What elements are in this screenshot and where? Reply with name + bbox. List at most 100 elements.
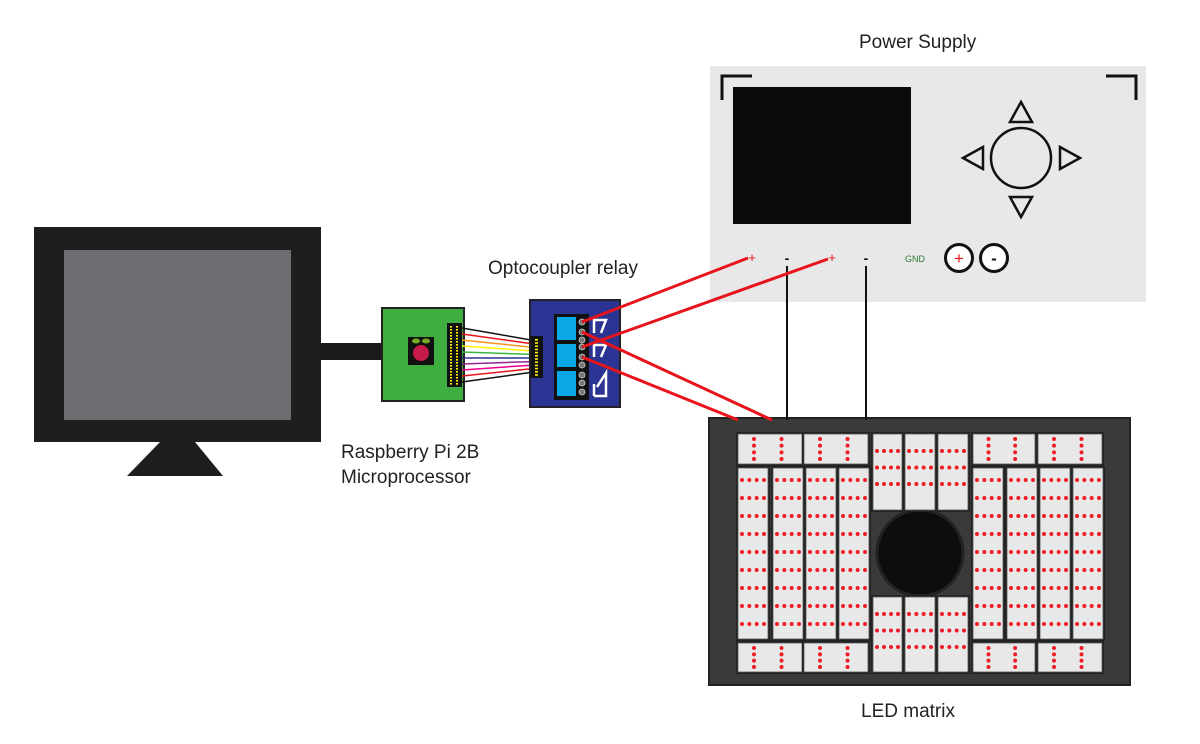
- led: [982, 532, 987, 536]
- led: [954, 612, 959, 616]
- left-arrow-icon[interactable]: [960, 144, 985, 172]
- relay-pin: [535, 342, 538, 344]
- led: [752, 437, 756, 441]
- led: [789, 514, 794, 518]
- led: [818, 437, 822, 441]
- led: [1079, 652, 1084, 657]
- ribbon-cable: [461, 327, 532, 383]
- led: [845, 457, 850, 461]
- gpio-pin: [456, 332, 458, 334]
- minus-button[interactable]: [979, 243, 1009, 273]
- led: [1009, 514, 1013, 518]
- led: [1031, 496, 1035, 500]
- led: [954, 645, 959, 649]
- led: [863, 568, 867, 572]
- led: [929, 482, 933, 486]
- led: [841, 604, 845, 608]
- led: [997, 586, 1001, 590]
- right-arrow-icon[interactable]: [1058, 144, 1083, 172]
- led: [875, 465, 879, 470]
- led: [986, 665, 991, 669]
- led: [1049, 532, 1054, 536]
- led: [1031, 568, 1035, 572]
- ribbon-wire: [461, 360, 532, 365]
- power-supply: + - GND + - + -: [710, 66, 1146, 302]
- led: [989, 532, 994, 536]
- center-button[interactable]: [989, 126, 1053, 190]
- led: [1049, 514, 1054, 518]
- led: [818, 658, 822, 663]
- gpio-pin: [456, 350, 458, 352]
- led: [975, 532, 979, 536]
- led: [1082, 514, 1087, 518]
- up-arrow-icon[interactable]: [1007, 99, 1035, 124]
- led: [808, 496, 812, 500]
- led-panel: [971, 432, 1037, 466]
- led: [747, 604, 752, 608]
- led: [1049, 568, 1054, 572]
- led: [907, 628, 911, 633]
- led: [1075, 568, 1079, 572]
- gpio-pin: [456, 380, 458, 382]
- led: [841, 478, 845, 482]
- led: [779, 665, 784, 669]
- led: [775, 550, 779, 554]
- led: [797, 550, 801, 554]
- led: [1042, 532, 1046, 536]
- led: [1016, 532, 1021, 536]
- gpio-pin: [456, 383, 458, 385]
- led: [1023, 514, 1028, 518]
- down-arrow-icon[interactable]: [1007, 195, 1035, 220]
- led: [782, 514, 787, 518]
- led: [848, 514, 853, 518]
- led-panel: [1005, 466, 1039, 641]
- led: [914, 449, 919, 453]
- led: [914, 612, 919, 616]
- led: [1031, 478, 1035, 482]
- led: [1089, 478, 1094, 482]
- led: [1079, 450, 1084, 455]
- led: [782, 586, 787, 590]
- gpio-header: [447, 323, 462, 387]
- led-panel: [736, 641, 804, 674]
- led: [1013, 665, 1018, 669]
- pi-label-line1: Raspberry Pi 2B: [341, 442, 480, 463]
- plus-button[interactable]: [944, 243, 974, 273]
- led-matrix-label: LED matrix: [861, 701, 955, 722]
- led: [1089, 568, 1094, 572]
- led: [1009, 604, 1013, 608]
- led: [1097, 496, 1101, 500]
- led: [1042, 604, 1046, 608]
- led: [1082, 586, 1087, 590]
- led: [962, 482, 966, 486]
- led: [986, 443, 991, 448]
- led: [830, 604, 834, 608]
- led: [962, 628, 966, 633]
- led: [845, 450, 850, 455]
- led: [1013, 450, 1018, 455]
- led: [845, 437, 850, 441]
- led: [822, 568, 827, 572]
- led: [740, 550, 744, 554]
- led: [789, 532, 794, 536]
- led: [982, 568, 987, 572]
- led: [789, 568, 794, 572]
- led: [1097, 532, 1101, 536]
- led: [818, 443, 822, 448]
- led: [1049, 478, 1054, 482]
- led: [982, 604, 987, 608]
- led: [1023, 622, 1028, 626]
- led: [797, 622, 801, 626]
- led: [830, 550, 834, 554]
- led: [775, 496, 779, 500]
- led: [896, 612, 900, 616]
- led: [1097, 550, 1101, 554]
- terminal-screw: [578, 336, 586, 344]
- led: [889, 449, 893, 453]
- led: [982, 478, 987, 482]
- led: [1042, 550, 1046, 554]
- gpio-pin: [450, 371, 452, 373]
- led: [907, 449, 911, 453]
- led: [947, 482, 952, 486]
- led-panel: [871, 595, 904, 674]
